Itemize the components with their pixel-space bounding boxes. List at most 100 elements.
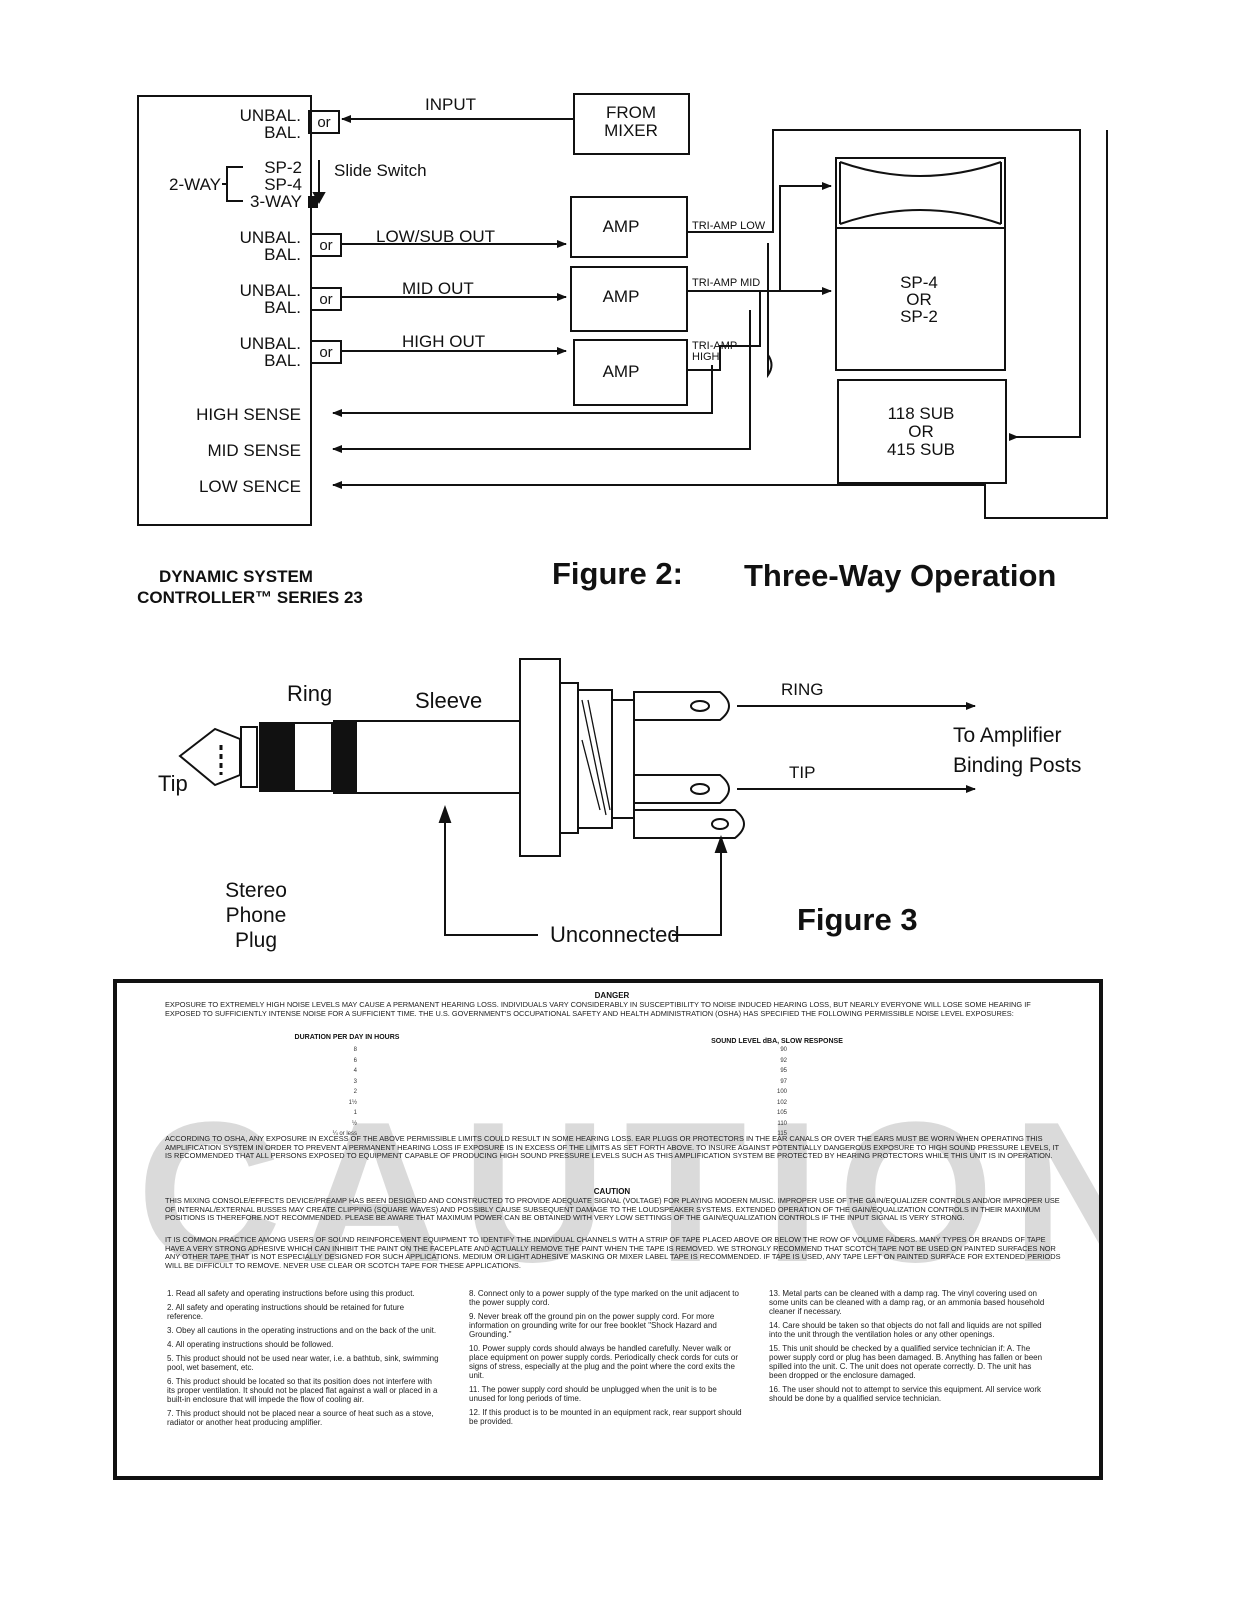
- instruction-item: 13. Metal parts can be cleaned with a da…: [769, 1289, 1045, 1316]
- figure-3-caption: Figure 3: [797, 902, 918, 937]
- plug-name-line-3: Plug: [235, 929, 277, 952]
- amp-mid-label: AMP: [603, 287, 640, 306]
- instructions-column-3: 13. Metal parts can be cleaned with a da…: [769, 1289, 1049, 1408]
- sound-level-value: 92: [780, 1057, 787, 1064]
- sub-cabinet: [837, 379, 1007, 484]
- duration-value: 4: [353, 1068, 357, 1074]
- danger-heading: DANGER: [594, 991, 630, 1000]
- unconnected-label: Unconnected: [550, 922, 680, 947]
- mid-unbal-label: UNBAL.: [240, 281, 301, 300]
- mid-or-box: [310, 287, 342, 311]
- instructions-column-2: 8. Connect only to a power supply of the…: [469, 1289, 744, 1431]
- mid-or-label: or: [319, 291, 332, 308]
- sleeve-label: Sleeve: [415, 688, 482, 713]
- high-unbal-label: UNBAL.: [240, 334, 301, 353]
- mixer-line-2: MIXER: [604, 121, 658, 140]
- caution-heading: CAUTION: [593, 1187, 631, 1196]
- speaker-line-3: SP-2: [900, 307, 938, 326]
- instruction-item: 5. This product should not be used near …: [167, 1354, 439, 1372]
- tri-amp-high-line-2: HIGH: [692, 351, 720, 363]
- sound-level-value: 115: [777, 1131, 787, 1137]
- input-or-label: or: [317, 114, 330, 131]
- to-amp-line-1: To Amplifier: [953, 724, 1062, 747]
- plug-name-line-1: Stereo: [225, 879, 287, 902]
- high-sense-label: HIGH SENSE: [196, 405, 301, 424]
- caution-watermark: CAUTION: [137, 1081, 1103, 1304]
- mid-bal-label: BAL.: [264, 298, 301, 317]
- plug-name-line-2: Phone: [226, 904, 287, 927]
- osha-text: ACCORDING TO OSHA, ANY EXPOSURE IN EXCES…: [165, 1134, 1059, 1161]
- instruction-item: 3. Obey all cautions in the operating in…: [167, 1326, 437, 1335]
- duration-value: ½: [351, 1120, 357, 1127]
- instruction-item: 8. Connect only to a power supply of the…: [469, 1289, 739, 1307]
- instruction-item: 11. The power supply cord should be unpl…: [469, 1385, 717, 1403]
- figure-2-number: Figure 2:: [552, 556, 683, 591]
- duration-value: 8: [353, 1047, 357, 1053]
- speaker-line-1: SP-4: [900, 273, 938, 292]
- speaker-cabinet: [835, 157, 1006, 371]
- high-bal-label: BAL.: [264, 351, 301, 370]
- high-or-label: or: [319, 344, 332, 361]
- figure-2-diagram: UNBAL. BAL. SP-2 SP-4 3-WAY 2-WAY UNBAL.…: [137, 93, 1108, 952]
- instructions-column-1: 1. Read all safety and operating instruc…: [167, 1289, 442, 1432]
- input-unbal-label: UNBAL.: [240, 106, 301, 125]
- mid-out-label: MID OUT: [402, 279, 474, 298]
- duration-value: 3: [353, 1078, 357, 1085]
- input-bal-label: BAL.: [264, 123, 301, 142]
- low-sense-label: LOW SENCE: [199, 477, 301, 496]
- sound-level-value: 105: [776, 1110, 787, 1116]
- sound-level-value: 97: [780, 1078, 787, 1085]
- sound-level-value: 100: [776, 1089, 787, 1095]
- figure-3-diagram: [178, 658, 976, 936]
- instruction-item: 12. If this product is to be mounted in …: [469, 1408, 742, 1426]
- sound-level-value: 102: [776, 1099, 787, 1106]
- instruction-item: 14. Care should be taken so that objects…: [769, 1321, 1042, 1339]
- tri-amp-high-line-1: TRI-AMP: [692, 340, 737, 352]
- slide-switch-label: Slide Switch: [334, 161, 427, 180]
- sp2-label: SP-2: [264, 158, 302, 177]
- duration-header: DURATION PER DAY IN HOURS: [294, 1034, 400, 1041]
- sp4-label: SP-4: [264, 175, 302, 194]
- caution-label: CAUTION DANGER EXPOSURE TO EXTREMELY HIG…: [113, 979, 1103, 1480]
- two-way-label: 2-WAY: [169, 175, 221, 194]
- amp-mid-box: [570, 266, 688, 332]
- tri-amp-low-label: TRI-AMP LOW: [692, 220, 766, 232]
- mixer-line-1: FROM: [606, 103, 656, 122]
- instruction-item: 2. All safety and operating instructions…: [167, 1303, 405, 1321]
- sound-level-value: 95: [780, 1068, 787, 1074]
- sub-line-3: 415 SUB: [887, 440, 955, 459]
- amp-low-box: [570, 196, 688, 258]
- ring-label: Ring: [287, 681, 332, 706]
- tri-amp-mid-label: TRI-AMP MID: [692, 277, 760, 289]
- to-amp-line-2: Binding Posts: [953, 754, 1081, 777]
- instruction-item: 16. The user should not to attempt to se…: [769, 1385, 1041, 1403]
- tip-output-label: TIP: [789, 763, 815, 782]
- product-name-line-1: DYNAMIC SYSTEM: [159, 567, 313, 586]
- low-bal-label: BAL.: [264, 245, 301, 264]
- instruction-item: 1. Read all safety and operating instruc…: [167, 1289, 415, 1298]
- amp-high-label: AMP: [603, 362, 640, 381]
- figure-2-title: Three-Way Operation: [744, 558, 1056, 593]
- amp-high-box: [573, 339, 688, 406]
- input-or-box: [308, 110, 340, 134]
- speaker-line-2: OR: [906, 290, 932, 309]
- low-or-label: or: [319, 237, 332, 254]
- sub-line-2: OR: [908, 422, 934, 441]
- three-way-label: 3-WAY: [250, 192, 302, 211]
- low-unbal-label: UNBAL.: [240, 228, 301, 247]
- mid-sense-label: MID SENSE: [207, 441, 301, 460]
- instruction-item: 4. All operating instructions should be …: [167, 1340, 334, 1349]
- sound-level-header: SOUND LEVEL dBA, SLOW RESPONSE: [711, 1038, 843, 1045]
- caution-text: THIS MIXING CONSOLE/EFFECTS DEVICE/PREAM…: [165, 1196, 1060, 1223]
- product-name-line-2: CONTROLLER™ SERIES 23: [137, 588, 363, 607]
- instruction-item: 10. Power supply cords should always be …: [469, 1344, 739, 1380]
- input-label: INPUT: [425, 95, 476, 114]
- sound-level-value: 90: [780, 1047, 787, 1053]
- instruction-item: 6. This product should be located so tha…: [167, 1377, 438, 1404]
- danger-text: EXPOSURE TO EXTREMELY HIGH NOISE LEVELS …: [165, 1000, 1031, 1018]
- amp-low-label: AMP: [603, 217, 640, 236]
- duration-value: 2: [353, 1089, 357, 1095]
- tip-label: Tip: [158, 771, 188, 796]
